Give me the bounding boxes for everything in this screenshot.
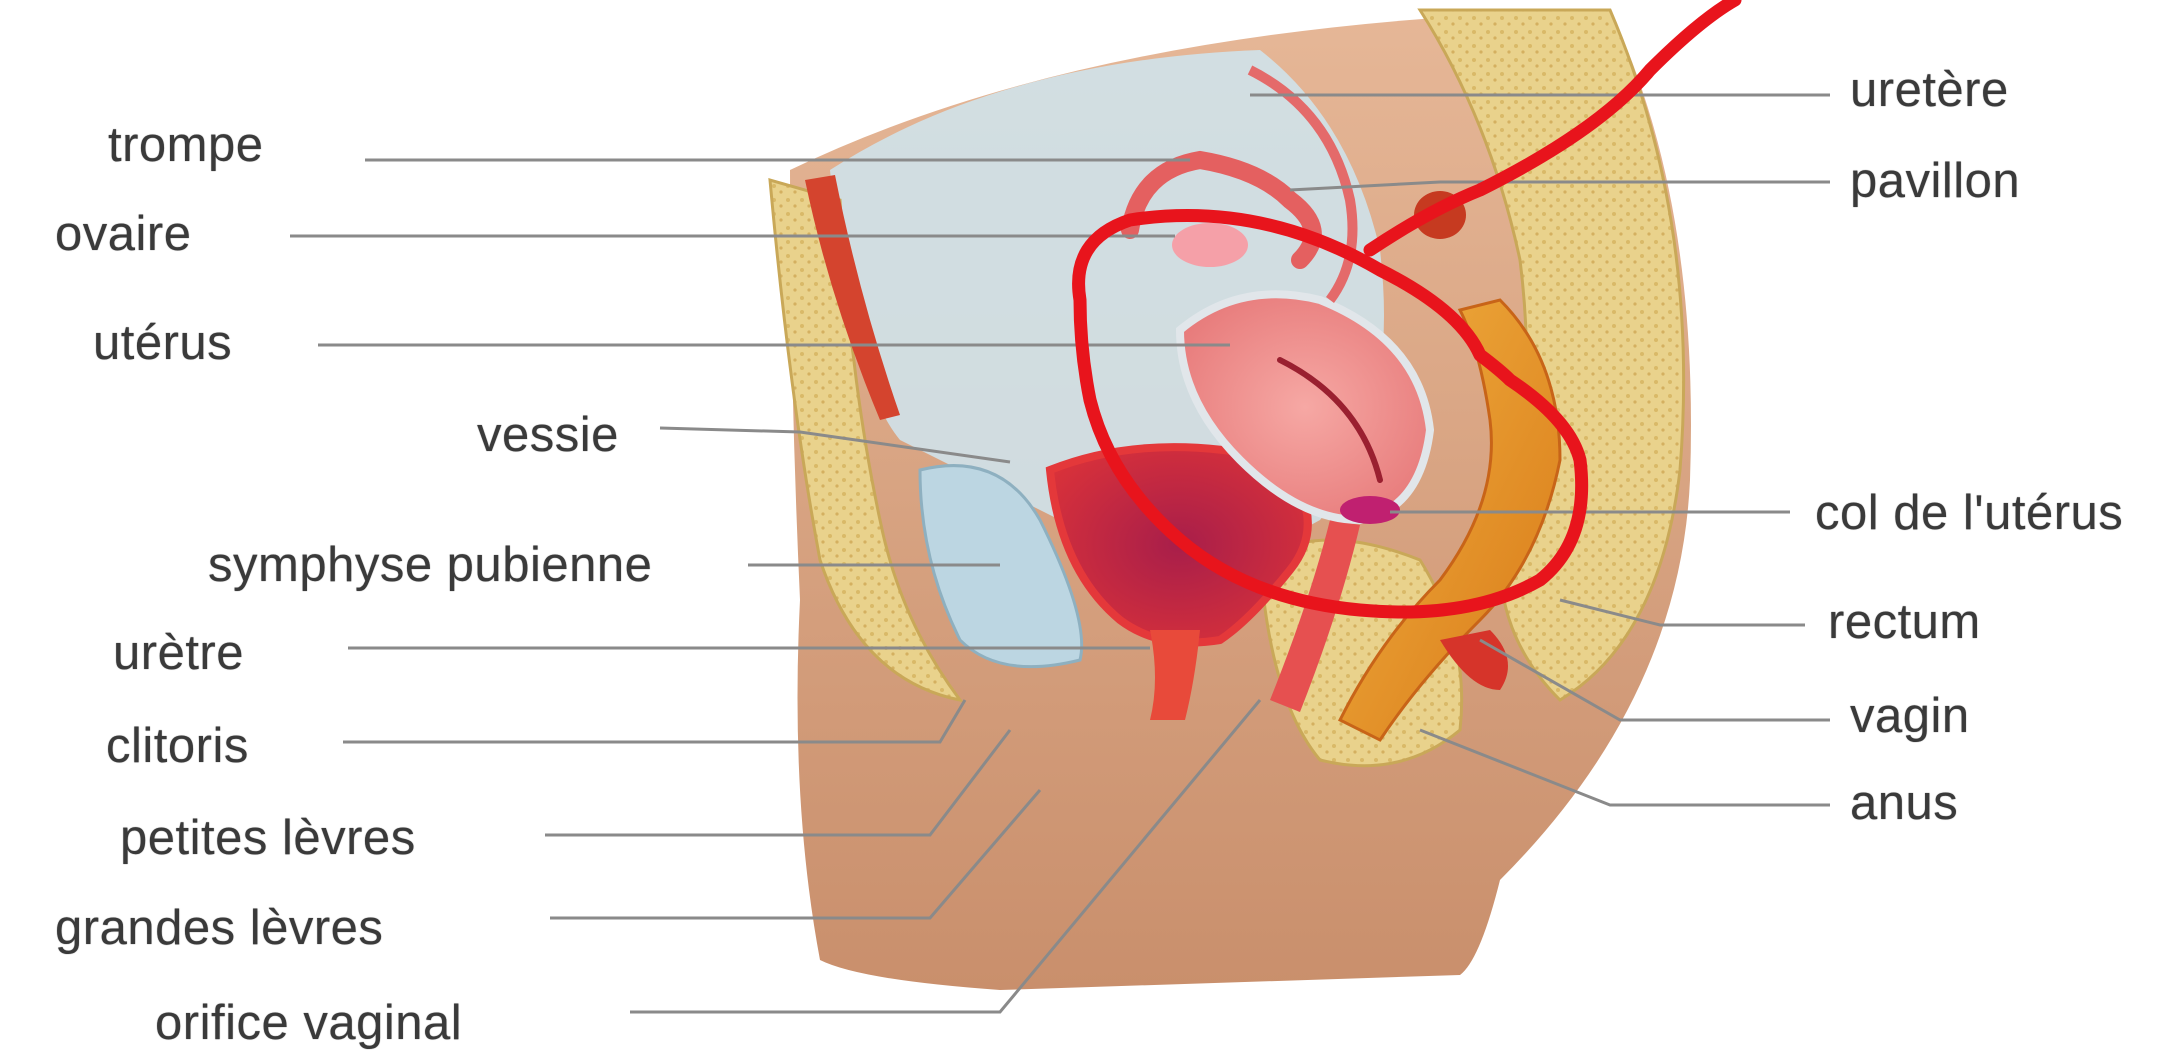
label-uretere: uretère <box>1850 62 2009 118</box>
label-grandes-levres: grandes lèvres <box>55 900 383 956</box>
label-col: col de l'utérus <box>1815 485 2123 541</box>
label-uretre: urètre <box>113 625 244 681</box>
label-vagin: vagin <box>1850 688 1970 744</box>
cervix <box>1340 496 1400 524</box>
label-orifice-vaginal: orifice vaginal <box>155 995 462 1051</box>
label-vessie: vessie <box>477 407 619 463</box>
label-clitoris: clitoris <box>106 718 249 774</box>
label-trompe: trompe <box>108 117 264 173</box>
label-pavillon: pavillon <box>1850 153 2020 209</box>
ovary <box>1172 223 1248 267</box>
label-ovaire: ovaire <box>55 206 191 262</box>
label-petites-levres: petites lèvres <box>120 810 416 866</box>
label-symphyse: symphyse pubienne <box>208 537 652 593</box>
label-rectum: rectum <box>1828 594 1981 650</box>
label-uterus: utérus <box>93 315 232 371</box>
label-anus: anus <box>1850 775 1958 831</box>
